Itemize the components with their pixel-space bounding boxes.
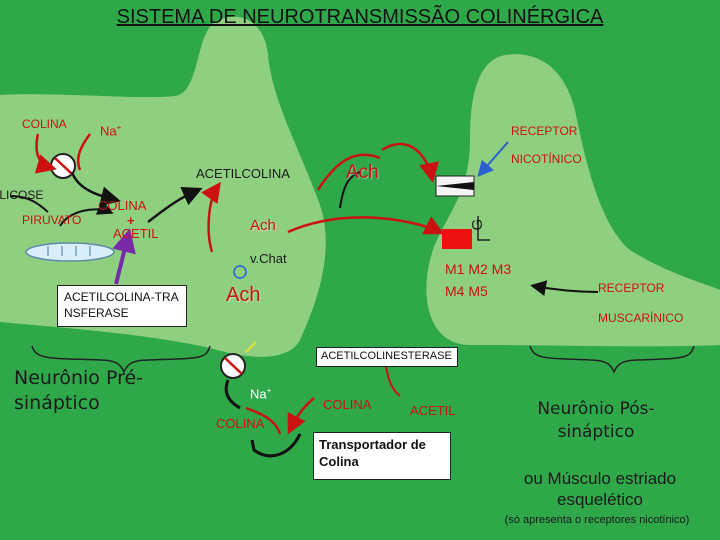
label-receptor-musc-2: MUSCARÍNICO — [598, 311, 684, 325]
arrow-colina-reuptake — [250, 433, 302, 458]
arrow-colina-bottom — [287, 397, 315, 435]
postsynaptic-neuron — [426, 54, 720, 347]
label-muscarinic-subtypes-1: M1 M2 M3 — [445, 261, 512, 277]
arrow-purple-enzyme — [112, 228, 136, 285]
label-receptor-musc-1: RECEPTOR — [598, 281, 665, 295]
label-glicose: GLICOSE — [0, 188, 44, 202]
label-ach-vesicle: Ach — [226, 284, 261, 306]
vesicle-icon — [233, 265, 247, 279]
arrow-ach-vesicle-out — [339, 171, 361, 209]
choline-transporter-top-icon — [50, 153, 76, 179]
arrow-ach-to-nic — [381, 142, 439, 183]
arrow-piruvato — [59, 199, 114, 227]
arrow-glicose — [9, 195, 49, 213]
label-colina-bottom-left: COLINA — [216, 416, 265, 431]
label-note: (só apresenta o receptores nicotínico) — [504, 514, 690, 526]
label-acetil-bottom: ACETIL — [410, 403, 456, 418]
arrow-na-bottom — [245, 406, 282, 435]
esterase-box-label: ACETILCOLINESTERASE — [321, 350, 452, 362]
transporter-box: Transportador de Colina — [313, 432, 451, 480]
pre-bracket — [31, 345, 211, 374]
label-receptor-nic-2: NICOTÍNICO — [511, 152, 582, 166]
transporter-box-label: Transportador de Colina — [319, 437, 426, 469]
arrow-esterase-split — [385, 365, 401, 397]
label-musculo: ou Músculo estriado esquelético — [523, 469, 677, 510]
label-post-neuron: Neurônio Pós-sináptico — [537, 399, 655, 442]
label-g-protein: G — [469, 218, 487, 231]
label-colina-top: COLINA — [22, 117, 67, 131]
label-na-top: Na+ — [100, 123, 122, 139]
label-muscarinic-subtypes-2: M4 M5 — [445, 283, 488, 299]
muscarinic-receptor-icon — [442, 229, 472, 249]
arrow-colina-in — [34, 133, 57, 174]
label-ach-small: Ach — [250, 217, 276, 234]
presynaptic-neuron — [0, 16, 326, 357]
arrow-acetilcolina — [201, 181, 221, 253]
arrow-colina-down — [70, 171, 121, 207]
label-colina-bottom: COLINA — [323, 397, 372, 412]
label-plus: + — [127, 213, 135, 228]
nicotinic-receptor-icon — [435, 175, 475, 197]
arrow-ach-to-musc — [287, 216, 445, 235]
enzyme-box-acetilcolinesterase: ACETILCOLINESTERASE — [316, 347, 458, 367]
enzyme-box-label: ACETILCOLINA-TRANSFERASE — [64, 290, 179, 320]
g-protein-icon — [477, 216, 490, 241]
arrow-reuptake-up — [224, 379, 241, 410]
mitochondrion — [25, 242, 115, 262]
arrow-blue-nic — [477, 141, 509, 178]
label-ach-cleft: Ach — [346, 162, 379, 183]
enzyme-box-acetilcolina-transferase: ACETILCOLINA-TRANSFERASE — [57, 285, 187, 327]
label-colina-mid: COLINA — [98, 198, 147, 213]
page-title: SISTEMA DE NEUROTRANSMISSÃO COLINÉRGICA — [116, 6, 604, 28]
label-piruvato: PIRUVATO — [22, 213, 82, 227]
arrow-receptor-musc — [530, 280, 599, 297]
label-vchat: v.Chat — [250, 251, 287, 266]
arrow-small-yellow — [245, 341, 257, 353]
arrow-acetil-up — [147, 186, 203, 223]
label-receptor-nic-1: RECEPTOR — [511, 124, 578, 138]
label-pre-neuron: Neurônio Pré-sináptico — [14, 367, 144, 414]
arrow-na-in — [76, 133, 92, 171]
choline-transporter-bottom-icon — [220, 353, 246, 379]
arrow-colina-nic — [316, 153, 381, 191]
label-acetilcolina: ACETILCOLINA — [196, 166, 290, 181]
post-bracket — [529, 345, 695, 374]
label-acetil: ACETIL — [113, 226, 159, 241]
label-na-bottom: Na+ — [250, 386, 272, 402]
